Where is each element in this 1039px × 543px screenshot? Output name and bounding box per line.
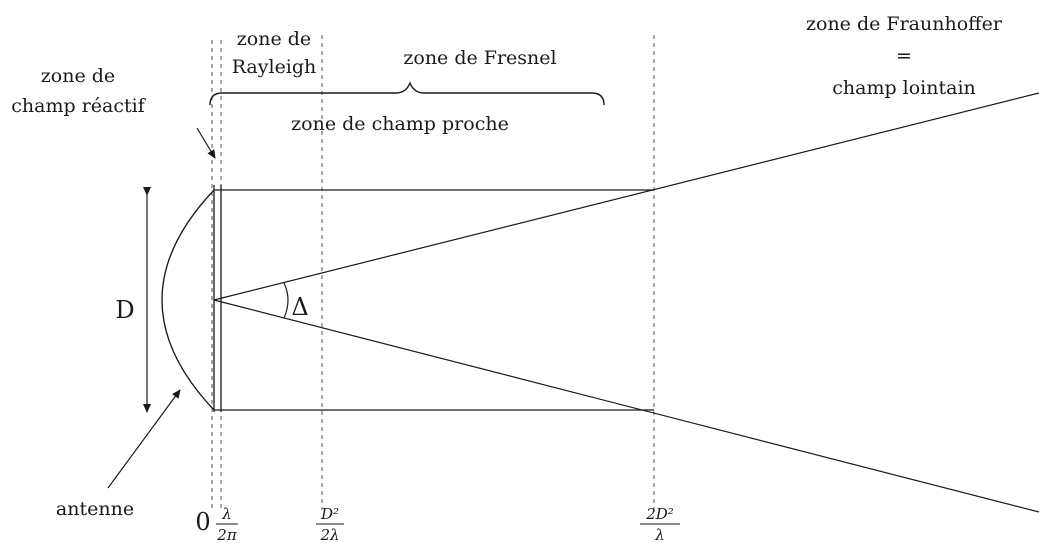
fresnel-zone-label: zone de Fresnel — [403, 47, 556, 69]
fraunhofer-zone-label-line2: champ lointain — [832, 77, 976, 99]
fraunhofer-equals-sign: = — [896, 45, 912, 67]
rayleigh-zone-label-line2: Rayleigh — [232, 56, 317, 78]
divergence-angle-arc — [283, 282, 289, 319]
reactive-zone-label-line1: zone de — [41, 65, 115, 87]
cone-lower-ray — [213, 299, 1039, 513]
fraunhofer-distance-denominator: λ — [654, 526, 665, 543]
fraunhofer-zone-label-line1: zone de Fraunhoffer — [806, 13, 1003, 35]
diameter-label: D — [115, 296, 134, 324]
axis-zero-mark: 0 — [195, 508, 210, 536]
rayleigh-zone-label-line1: zone de — [237, 28, 311, 50]
cone-upper-ray — [213, 92, 1039, 301]
fresnel-distance-numerator: D² — [320, 505, 339, 523]
antenna-pointer-arrow — [107, 389, 181, 489]
reactive-zone-pointer-arrow — [196, 127, 216, 159]
near-field-brace — [209, 81, 605, 106]
fresnel-distance-denominator: 2λ — [319, 526, 339, 543]
antenna-dish-curve — [161, 189, 215, 411]
divergence-angle-label: Δ — [291, 293, 308, 321]
antenna-label: antenne — [56, 498, 134, 520]
reactive-zone-label-line2: champ réactif — [11, 95, 146, 117]
rayleigh-distance-numerator: λ — [221, 505, 232, 523]
rayleigh-distance-denominator: 2π — [216, 526, 238, 543]
near-field-zone-label: zone de champ proche — [291, 113, 509, 135]
fraunhofer-distance-numerator: 2D² — [645, 505, 674, 523]
